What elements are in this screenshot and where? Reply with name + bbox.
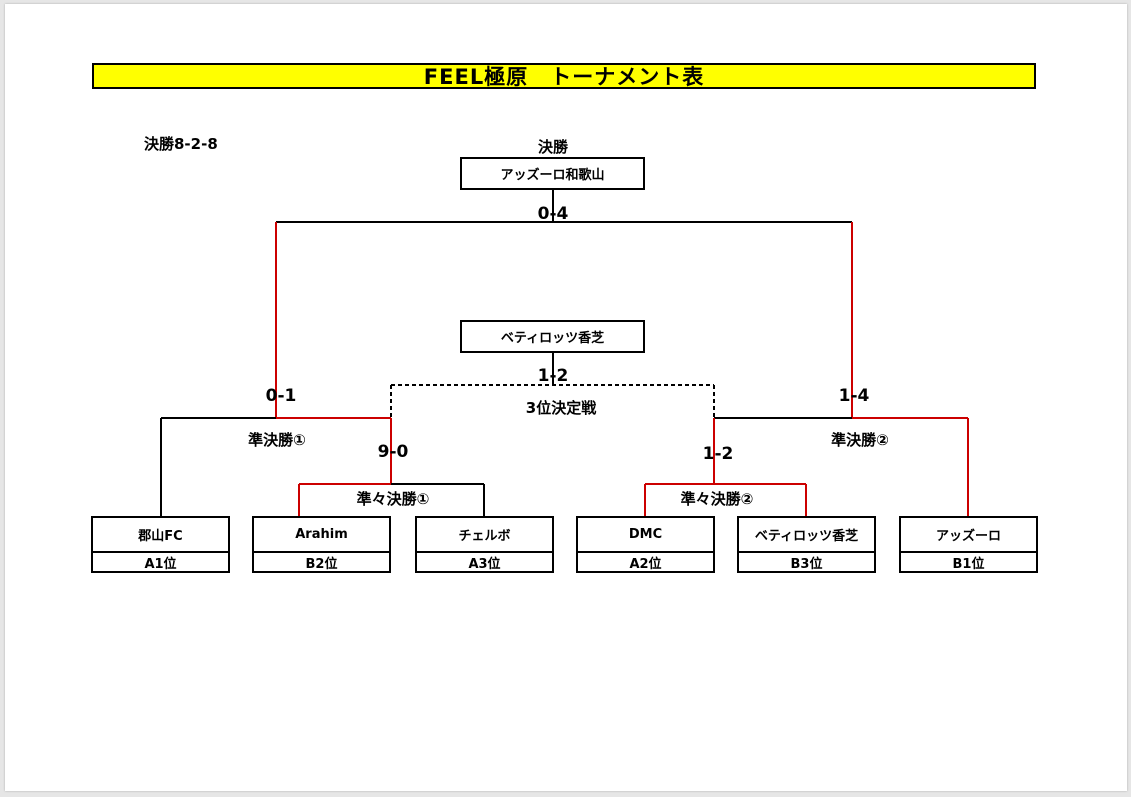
team-rank: A2位 — [629, 557, 662, 572]
semifinal-2-label: 準決勝② — [831, 431, 889, 449]
team-card: Arahim B2位 — [252, 516, 391, 573]
semifinal-1-score: 0-1 — [265, 386, 297, 406]
team-rank: B1位 — [952, 557, 985, 572]
bracket-lines — [160, 190, 969, 516]
team-card: DMC A2位 — [576, 516, 715, 573]
page-title: FEEL極原 トーナメント表 — [92, 63, 1036, 89]
team-name: ベティロッツ香芝 — [739, 518, 874, 553]
team-rank: A3位 — [468, 557, 501, 572]
team-rank: B2位 — [305, 557, 338, 572]
team-name: チェルボ — [417, 518, 552, 553]
third-place-winner-box: ベティロッツ香芝 — [460, 320, 645, 353]
semifinal-1-label: 準決勝① — [248, 431, 306, 449]
team-card: チェルボ A3位 — [415, 516, 554, 573]
semifinal-2-score: 1-4 — [838, 386, 870, 406]
team-rank: B3位 — [790, 557, 823, 572]
quarterfinal-1-score: 9-0 — [377, 442, 409, 462]
champion-box: アッズーロ和歌山 — [460, 157, 645, 190]
team-name: 郡山FC — [93, 518, 228, 553]
format-label: 決勝8-2-8 — [144, 135, 218, 153]
team-name: DMC — [578, 518, 713, 553]
final-score: 0-4 — [537, 204, 569, 224]
third-place-score: 1-2 — [537, 366, 569, 386]
quarterfinal-1-label: 準々決勝① — [356, 490, 430, 508]
team-card: ベティロッツ香芝 B3位 — [737, 516, 876, 573]
final-label: 決勝 — [537, 138, 569, 156]
team-card: アッズーロ B1位 — [899, 516, 1038, 573]
team-name: Arahim — [254, 518, 389, 553]
team-card: 郡山FC A1位 — [91, 516, 230, 573]
quarterfinal-2-score: 1-2 — [702, 444, 734, 464]
team-rank: A1位 — [144, 557, 177, 572]
document-page: FEEL極原 トーナメント表 決勝8-2-8 決勝 アッズーロ和歌山 0-4 ベ… — [5, 4, 1127, 791]
team-name: アッズーロ — [901, 518, 1036, 553]
quarterfinal-2-label: 準々決勝② — [680, 490, 754, 508]
third-place-label: 3位決定戦 — [525, 399, 597, 417]
